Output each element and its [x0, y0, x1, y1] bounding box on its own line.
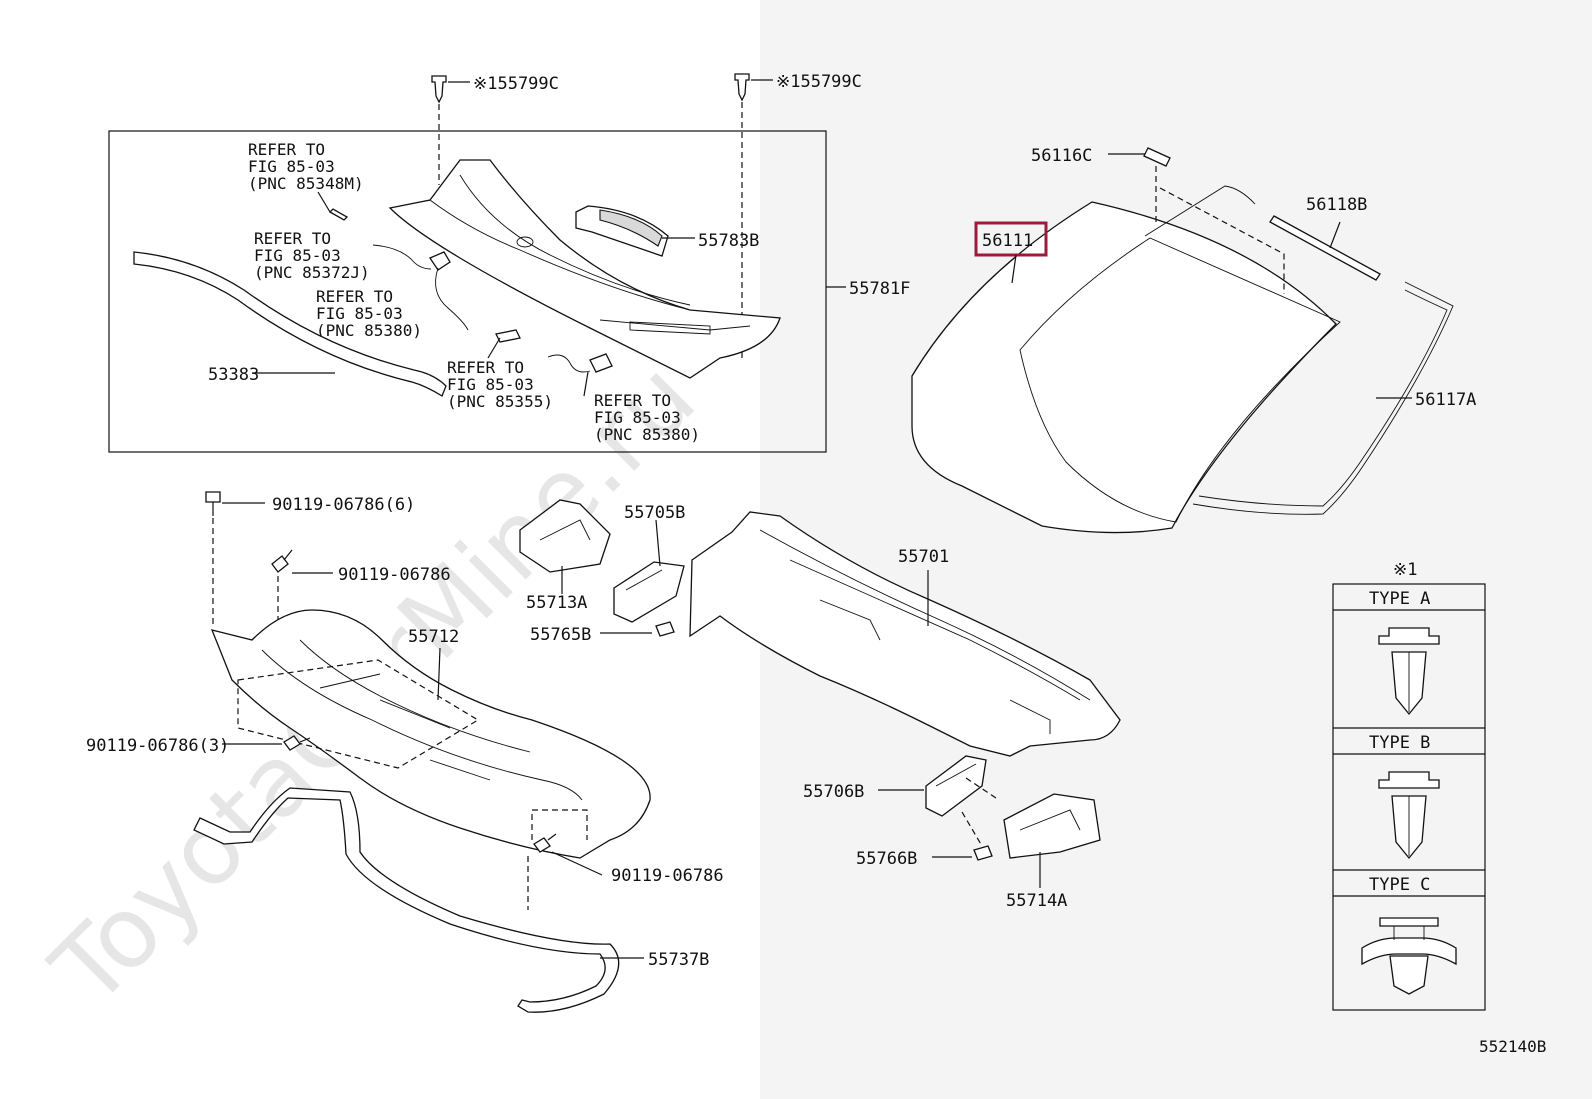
reference-note: REFER TO FIG 85-03 (PNC 85355) [447, 358, 553, 411]
clip-fastener-icon [734, 73, 750, 102]
svg-text:(PNC 85355): (PNC 85355) [447, 392, 553, 411]
reference-note: REFER TO FIG 85-03 (PNC 85348M) [248, 140, 364, 193]
windshield-molding [1144, 185, 1454, 515]
bracket-55706B [925, 755, 987, 817]
clip-type-a-icon [1378, 627, 1440, 716]
part-label-55783B: 55783B [698, 231, 759, 251]
bolt-icon [205, 491, 221, 516]
cowl-panel-55712 [210, 609, 651, 859]
part-label-56117A: 56117A [1415, 390, 1476, 410]
cowl-top-panel [388, 159, 781, 379]
reference-note: REFER TO FIG 85-03 (PNC 85380) [316, 287, 422, 340]
svg-text:(PNC 85372J): (PNC 85372J) [254, 263, 370, 282]
svg-text:FIG 85-03: FIG 85-03 [447, 375, 534, 394]
seal-53383 [133, 251, 447, 397]
spacer-55765B [655, 621, 675, 637]
fastener-label: ※155799C [776, 72, 862, 92]
highlight-box [974, 221, 1048, 257]
reference-note: REFER TO FIG 85-03 (PNC 85380) [594, 391, 700, 444]
part-label-56118B: 56118B [1306, 195, 1367, 215]
bolt-label: 90119-06786 [338, 565, 451, 585]
bolt-icon [271, 549, 293, 573]
clip-type-b-icon [1378, 771, 1440, 860]
svg-text:FIG 85-03: FIG 85-03 [254, 246, 341, 265]
part-label-55714A: 55714A [1006, 891, 1067, 911]
bracket-55713A [519, 499, 611, 573]
assembly-box [108, 130, 827, 453]
part-label-55766B: 55766B [856, 849, 917, 869]
part-label-55781F: 55781F [849, 279, 910, 299]
part-label-55712: 55712 [408, 627, 459, 647]
part-label-55713A: 55713A [526, 593, 587, 613]
cowl-crossmember-55701 [689, 511, 1121, 757]
svg-text:FIG 85-03: FIG 85-03 [594, 408, 681, 427]
cowl-filter-55783B [575, 205, 669, 257]
bolt-label-3: 90119-06786(3) [86, 736, 229, 756]
part-label-55737B: 55737B [648, 950, 709, 970]
svg-text:(PNC 85380): (PNC 85380) [594, 425, 700, 444]
part-label-53383: 53383 [208, 365, 259, 385]
clip-type-table [1332, 583, 1486, 1011]
clip-type-b-label: TYPE B [1369, 733, 1430, 753]
svg-text:REFER TO: REFER TO [594, 391, 671, 410]
bolt-icon [533, 833, 557, 853]
spacer-55766B [973, 845, 993, 861]
clip-type-c-icon [1361, 917, 1457, 995]
part-label-55765B: 55765B [530, 625, 591, 645]
fastener-label: ※155799C [473, 74, 559, 94]
clip-type-a-label: TYPE A [1369, 589, 1430, 609]
bracket-55705B [613, 561, 685, 623]
part-label-55701: 55701 [898, 547, 949, 567]
part-label-55706B: 55706B [803, 782, 864, 802]
bolt-icon [283, 735, 311, 751]
svg-text:REFER TO: REFER TO [254, 229, 331, 248]
svg-text:REFER TO: REFER TO [447, 358, 524, 377]
bolt-label-6: 90119-06786(6) [272, 495, 415, 515]
reference-note: REFER TO FIG 85-03 (PNC 85372J) [254, 229, 370, 282]
seal-55737B [193, 787, 620, 1013]
spacer-56116C [1143, 147, 1171, 167]
clip-fastener-icon [431, 75, 447, 104]
part-label-56116C: 56116C [1031, 146, 1092, 166]
svg-text:(PNC 85380): (PNC 85380) [316, 321, 422, 340]
shaded-panel [760, 0, 1592, 1099]
figure-code: 552140B [1479, 1037, 1546, 1056]
clip-type-c-label: TYPE C [1369, 875, 1430, 895]
side-molding-56118B [1269, 215, 1381, 281]
part-label-55705B: 55705B [624, 503, 685, 523]
part-label-56111: 56111 [982, 231, 1033, 251]
clip-note: ※1 [1393, 560, 1417, 580]
windshield-glass [911, 201, 1341, 534]
svg-text:FIG 85-03: FIG 85-03 [248, 157, 335, 176]
bolt-label: 90119-06786 [611, 866, 724, 886]
svg-text:REFER TO: REFER TO [316, 287, 393, 306]
svg-text:REFER TO: REFER TO [248, 140, 325, 159]
svg-text:FIG 85-03: FIG 85-03 [316, 304, 403, 323]
bracket-55714A [1003, 793, 1101, 859]
svg-text:(PNC 85348M): (PNC 85348M) [248, 174, 364, 193]
